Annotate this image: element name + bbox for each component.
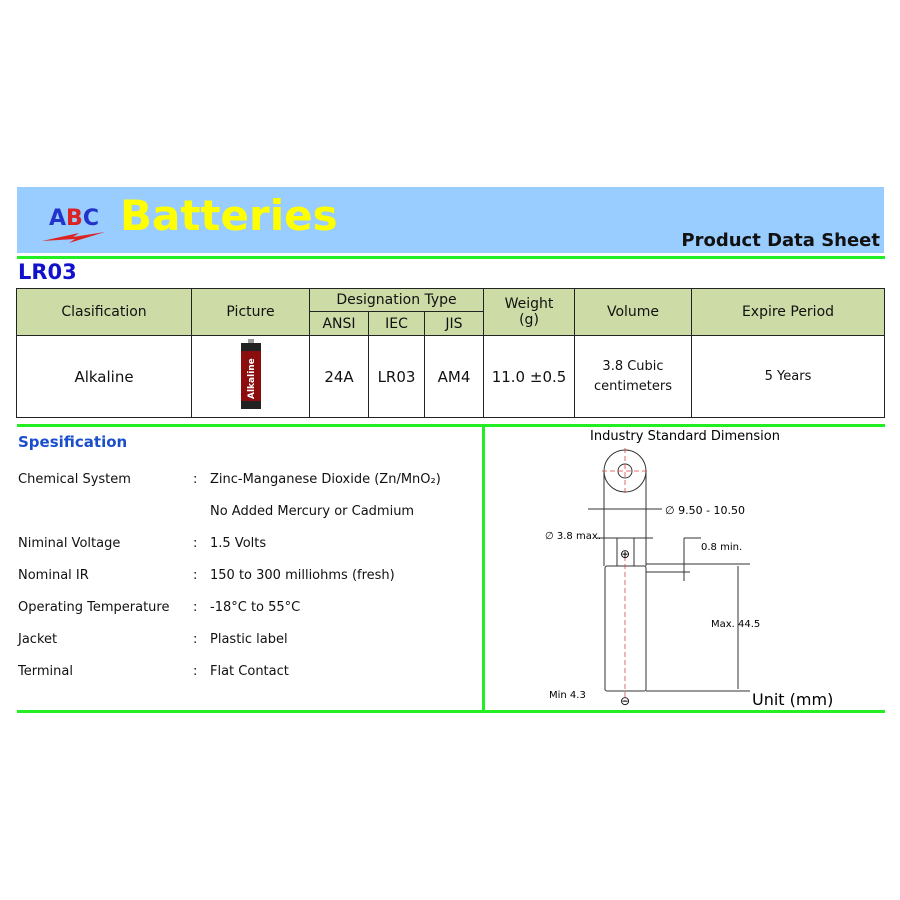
cell-ansi: 24A [309, 335, 369, 418]
weight-unit: (g) [519, 312, 539, 328]
cell-classification: Alkaline [16, 335, 192, 418]
header-iec: IEC [368, 311, 425, 336]
terminal-diameter-label: ∅ 3.8 max. [545, 531, 601, 542]
spec-label: Nominal IR [18, 568, 89, 583]
colon: : [193, 600, 198, 615]
spec-label: Niminal Voltage [18, 536, 121, 551]
product-table: Clasification Picture Designation Type W… [16, 288, 885, 418]
plus-terminal-icon: ⊕ [620, 547, 630, 561]
header-weight: Weight(g) [483, 288, 575, 336]
header-expire: Expire Period [691, 288, 885, 336]
spec-value: Zinc-Manganese Dioxide (Zn/MnO₂) [210, 472, 441, 487]
header-classification: Clasification [16, 288, 192, 336]
spec-value: No Added Mercury or Cadmium [210, 504, 415, 519]
document-subtitle: Product Data Sheet [681, 230, 880, 251]
model-title: LR03 [18, 260, 77, 284]
volume-line-1: 3.8 Cubic [602, 358, 664, 374]
volume-line-2: centimeters [594, 378, 672, 394]
battery-image: Alkaline [240, 338, 261, 409]
spec-label: Operating Temperature [18, 600, 170, 615]
colon: : [193, 536, 198, 551]
cell-jis: AM4 [424, 335, 484, 418]
min-label: Min 4.3 [549, 690, 586, 701]
spec-value: Plastic label [210, 632, 288, 647]
spec-value: 1.5 Volts [210, 536, 267, 551]
minus-terminal-icon: ⊖ [620, 694, 630, 708]
cell-weight: 11.0 ±0.5 [483, 335, 575, 418]
cell-expire: 5 Years [691, 335, 885, 418]
header-ansi: ANSI [309, 311, 369, 336]
header-designation: Designation Type [309, 288, 484, 312]
colon: : [193, 472, 198, 487]
spec-value: Flat Contact [210, 664, 289, 679]
divider-vertical [482, 424, 485, 712]
spec-value: -18°C to 55°C [210, 600, 301, 615]
spec-label: Jacket [18, 632, 58, 647]
dimension-diagram: Industry Standard Dimension ∅ 9.50 - 10.… [545, 429, 833, 709]
spec-title: Spesification [18, 433, 128, 451]
spec-label: Chemical System [18, 472, 131, 487]
cell-volume: 3.8 Cubic centimeters [574, 335, 692, 418]
header-picture: Picture [191, 288, 310, 336]
divider [17, 256, 885, 259]
cell-iec: LR03 [368, 335, 425, 418]
weight-label: Weight [504, 296, 554, 312]
spec-label: Terminal [18, 664, 73, 679]
svg-text:Alkaline: Alkaline [247, 358, 257, 399]
colon: : [193, 632, 198, 647]
colon: : [193, 568, 198, 583]
colon: : [193, 664, 198, 679]
divider [17, 710, 885, 713]
cell-picture: Alkaline [191, 335, 310, 418]
divider [17, 424, 885, 427]
svg-text:ABC: ABC [49, 206, 99, 231]
abc-logo: ABC [42, 206, 105, 243]
terminal-height-label: 0.8 min. [701, 542, 742, 553]
height-label: Max. 44.5 [711, 619, 760, 630]
header-jis: JIS [424, 311, 484, 336]
unit-label: Unit (mm) [752, 690, 833, 709]
diagram-title: Industry Standard Dimension [590, 429, 780, 444]
spec-value: 150 to 300 milliohms (fresh) [210, 568, 395, 583]
brand-title: Batteries [120, 191, 338, 240]
header-volume: Volume [574, 288, 692, 336]
header-banner: ABC Batteries Product Data Sheet [17, 187, 884, 253]
diameter-label: ∅ 9.50 - 10.50 [665, 504, 745, 517]
